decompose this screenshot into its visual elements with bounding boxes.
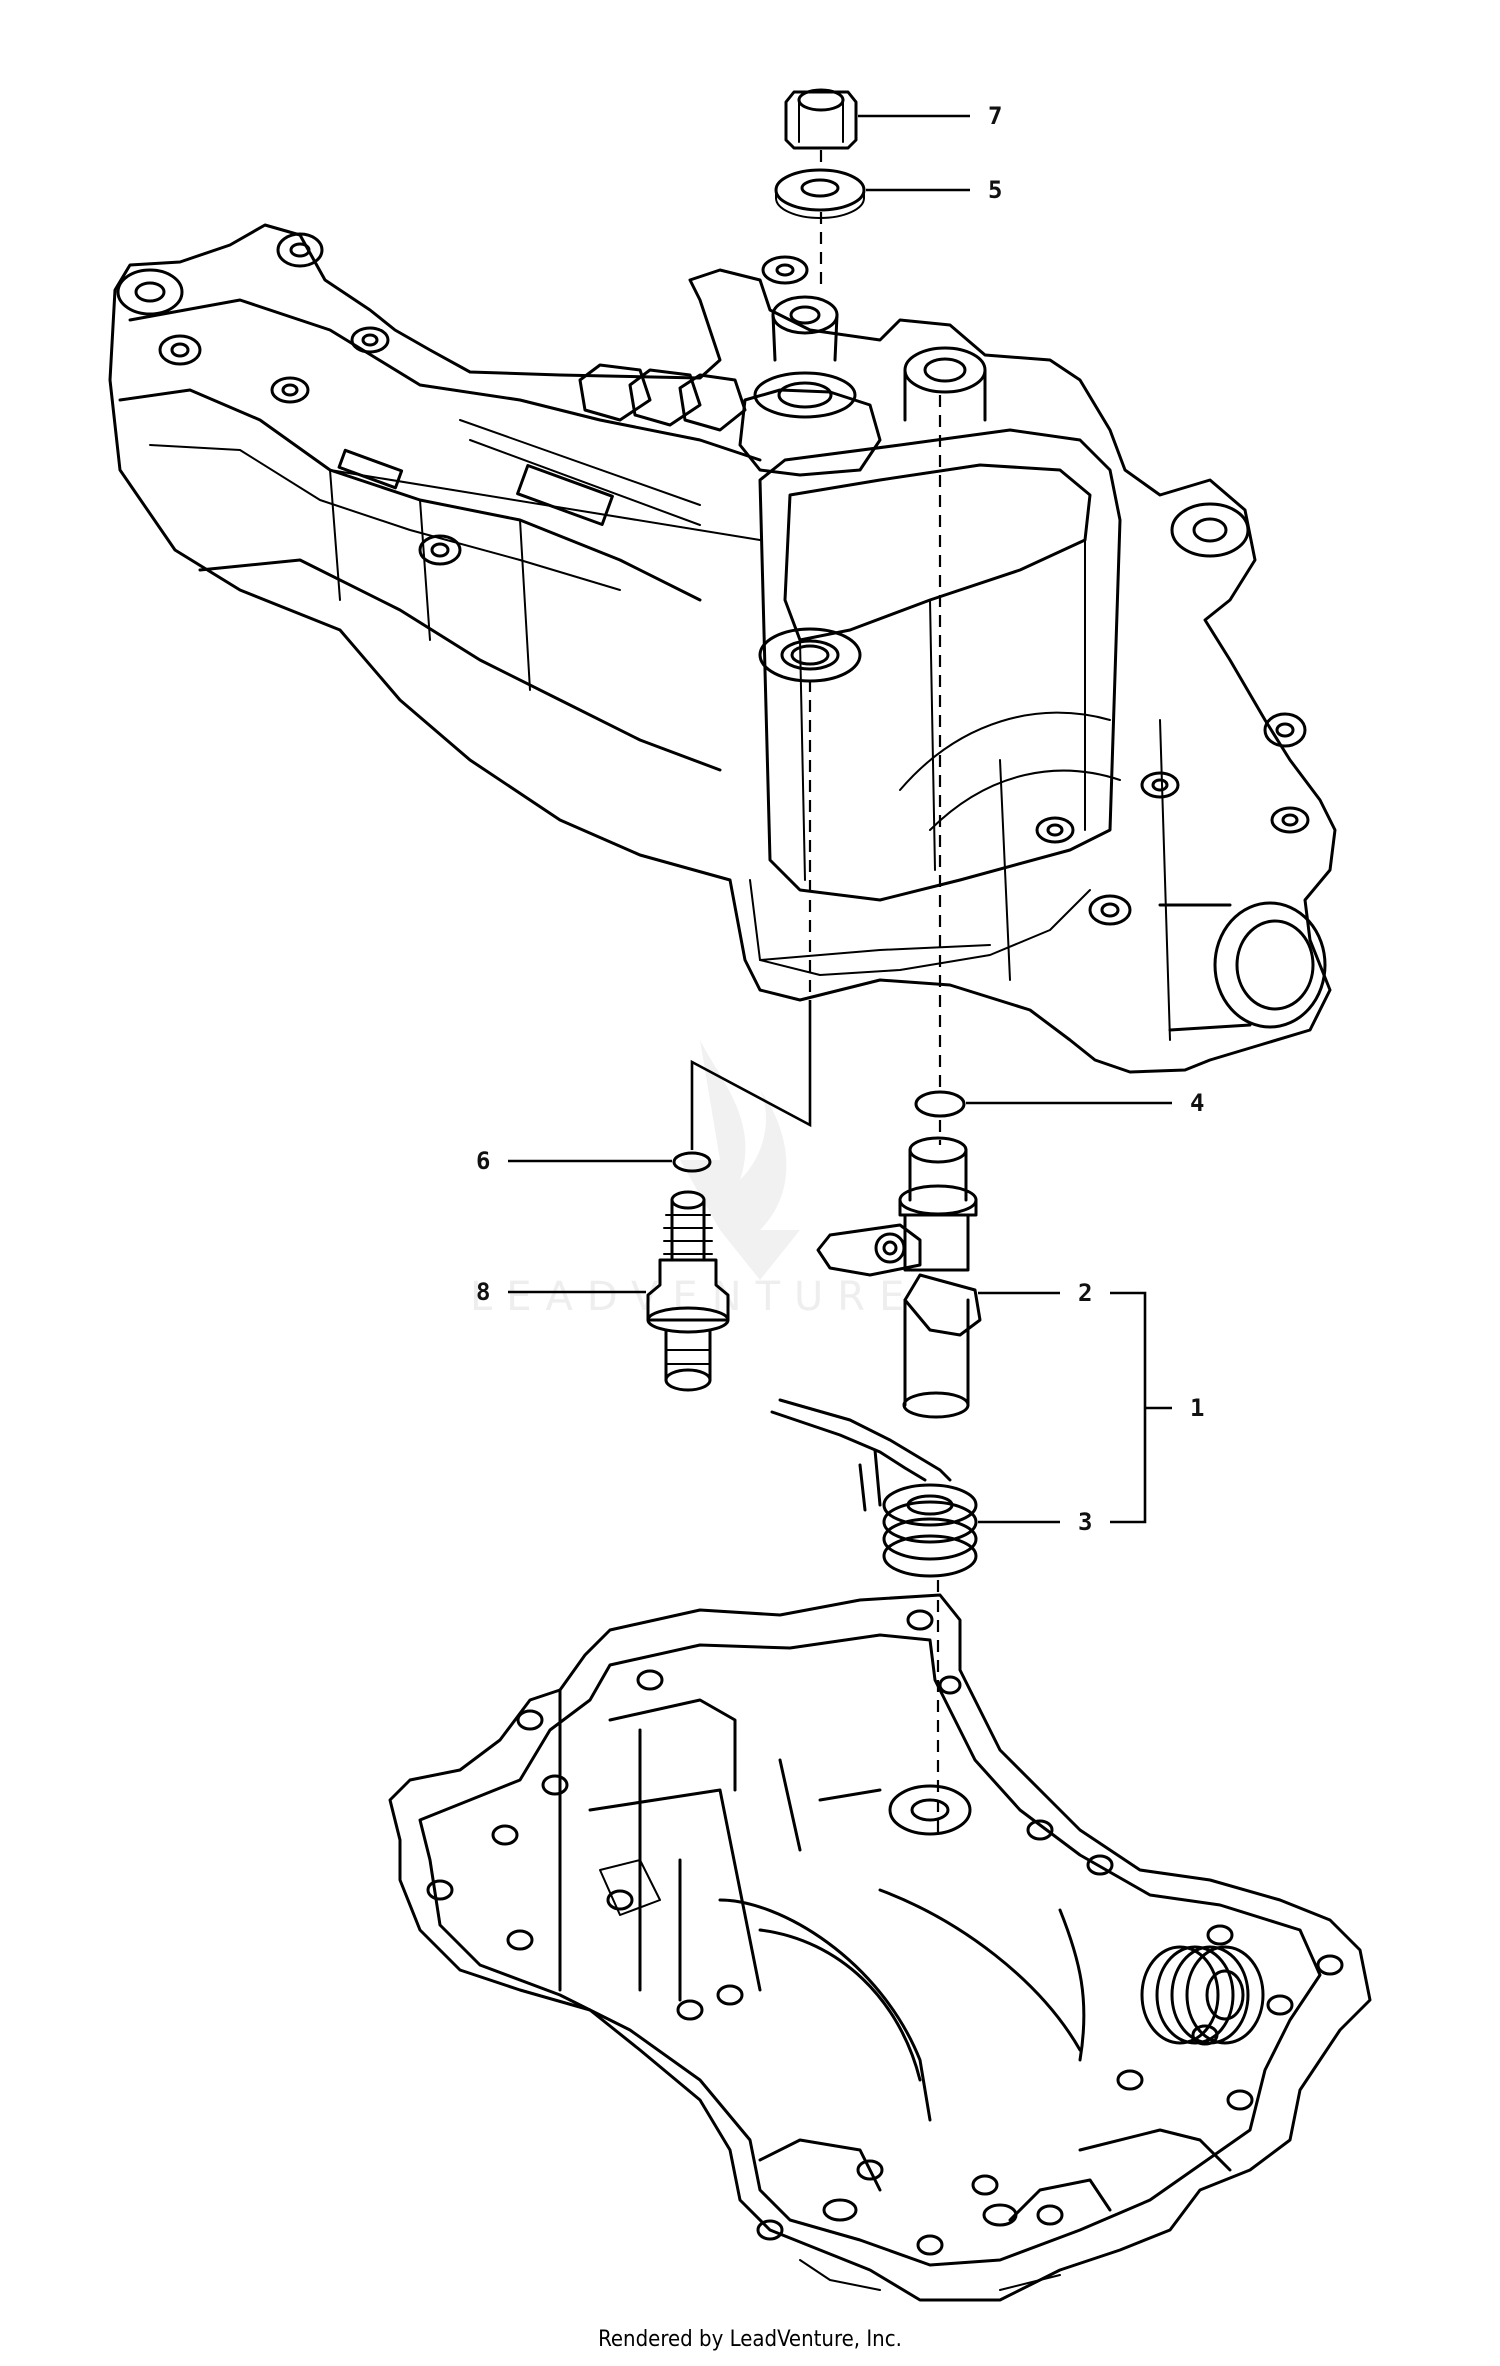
o-ring-part-6[interactable] bbox=[672, 1151, 712, 1173]
watermark-text: LEADVENTURE bbox=[470, 1274, 918, 1320]
lower-gear-detail bbox=[1140, 1945, 1265, 2045]
washer-part-5[interactable] bbox=[774, 168, 866, 219]
torsion-spring-part-3[interactable] bbox=[770, 1398, 978, 1578]
control-shaft-boss bbox=[903, 346, 987, 422]
callout-1[interactable]: 1 bbox=[1190, 1394, 1204, 1422]
callout-4[interactable]: 4 bbox=[1190, 1089, 1204, 1117]
upper-transaxle-housing bbox=[108, 223, 1337, 1074]
control-arm-part-2[interactable] bbox=[816, 1136, 982, 1419]
callout-2[interactable]: 2 bbox=[1078, 1279, 1092, 1307]
assembly-center-lines bbox=[690, 150, 942, 1840]
callout-7[interactable]: 7 bbox=[988, 102, 1002, 130]
callout-leaders bbox=[508, 114, 1172, 1524]
upper-input-boss bbox=[738, 255, 882, 477]
nut-part-7[interactable] bbox=[784, 88, 858, 150]
callout-3[interactable]: 3 bbox=[1078, 1508, 1092, 1536]
right-axle-housing bbox=[1158, 901, 1327, 1032]
bypass-valve-part-8[interactable] bbox=[646, 1190, 730, 1392]
render-credit: Rendered by LeadVenture, Inc. bbox=[598, 2327, 902, 2352]
o-ring-part-4[interactable] bbox=[914, 1090, 966, 1118]
callout-8[interactable]: 8 bbox=[476, 1278, 490, 1306]
callout-6[interactable]: 6 bbox=[476, 1147, 490, 1175]
lower-transaxle-housing bbox=[388, 1593, 1372, 2302]
mounting-boss bbox=[116, 268, 184, 316]
flame-logo-icon bbox=[680, 1040, 800, 1280]
lower-shaft-boss bbox=[888, 1784, 972, 1836]
leadventure-watermark: LEADVENTURE bbox=[470, 1040, 918, 1320]
callout-5[interactable]: 5 bbox=[988, 176, 1002, 204]
